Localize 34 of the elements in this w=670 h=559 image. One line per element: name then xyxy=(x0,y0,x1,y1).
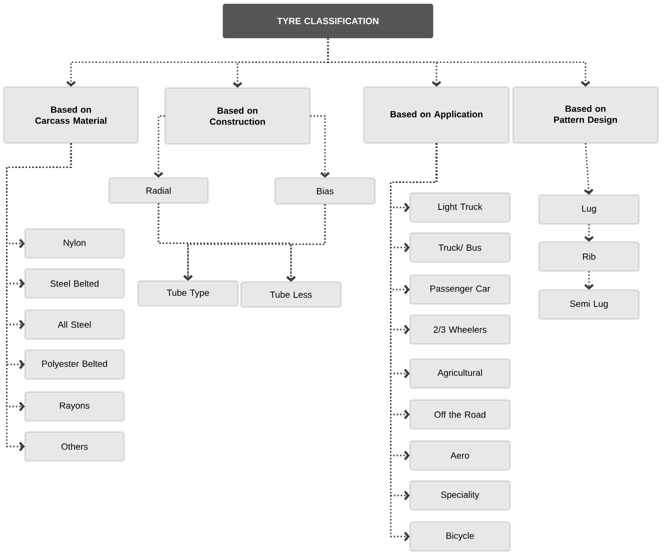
item-box: Rib xyxy=(538,242,640,272)
item-box: Radial xyxy=(108,178,208,204)
connector-arrow xyxy=(584,271,594,290)
item-box: Agricultural xyxy=(410,358,510,388)
item-box: Steel Belted xyxy=(24,268,124,298)
item-box: Lug xyxy=(538,194,640,224)
item-box: Others xyxy=(24,432,124,462)
item-box: Semi Lug xyxy=(538,290,640,320)
connector-arrow xyxy=(154,115,165,178)
item-box: Tube Less xyxy=(240,282,342,308)
item-box: Truck/ Bus xyxy=(410,232,510,262)
connector-arrow xyxy=(584,224,594,242)
item-box: Light Truck xyxy=(410,192,510,222)
item-box: Polyester Belted xyxy=(24,350,124,380)
category-box: Based on Application xyxy=(364,86,510,144)
item-box: Bias xyxy=(274,178,376,204)
item-box: Nylon xyxy=(24,228,124,258)
title-box: TYRE CLASSIFICATION xyxy=(222,4,434,38)
item-box: Aero xyxy=(410,440,510,470)
category-box: Based on Pattern Design xyxy=(512,86,658,144)
item-box: Speciality xyxy=(410,480,510,510)
item-box: Rayons xyxy=(24,392,124,422)
item-box: Passenger Car xyxy=(410,274,510,304)
item-box: Tube Type xyxy=(138,280,238,306)
category-box: Based on Construction xyxy=(164,88,310,144)
item-box: Bicycle xyxy=(410,522,510,552)
category-box: Based on Carcass Material xyxy=(4,86,138,144)
item-box: All Steel xyxy=(24,310,124,340)
connector-arrow xyxy=(286,204,326,282)
item-box: Off the Road xyxy=(410,400,510,430)
connector-arrow xyxy=(584,143,594,195)
item-box: 2/3 Wheelers xyxy=(410,314,510,344)
connector-arrow xyxy=(327,38,590,87)
connector-arrow xyxy=(310,115,330,178)
